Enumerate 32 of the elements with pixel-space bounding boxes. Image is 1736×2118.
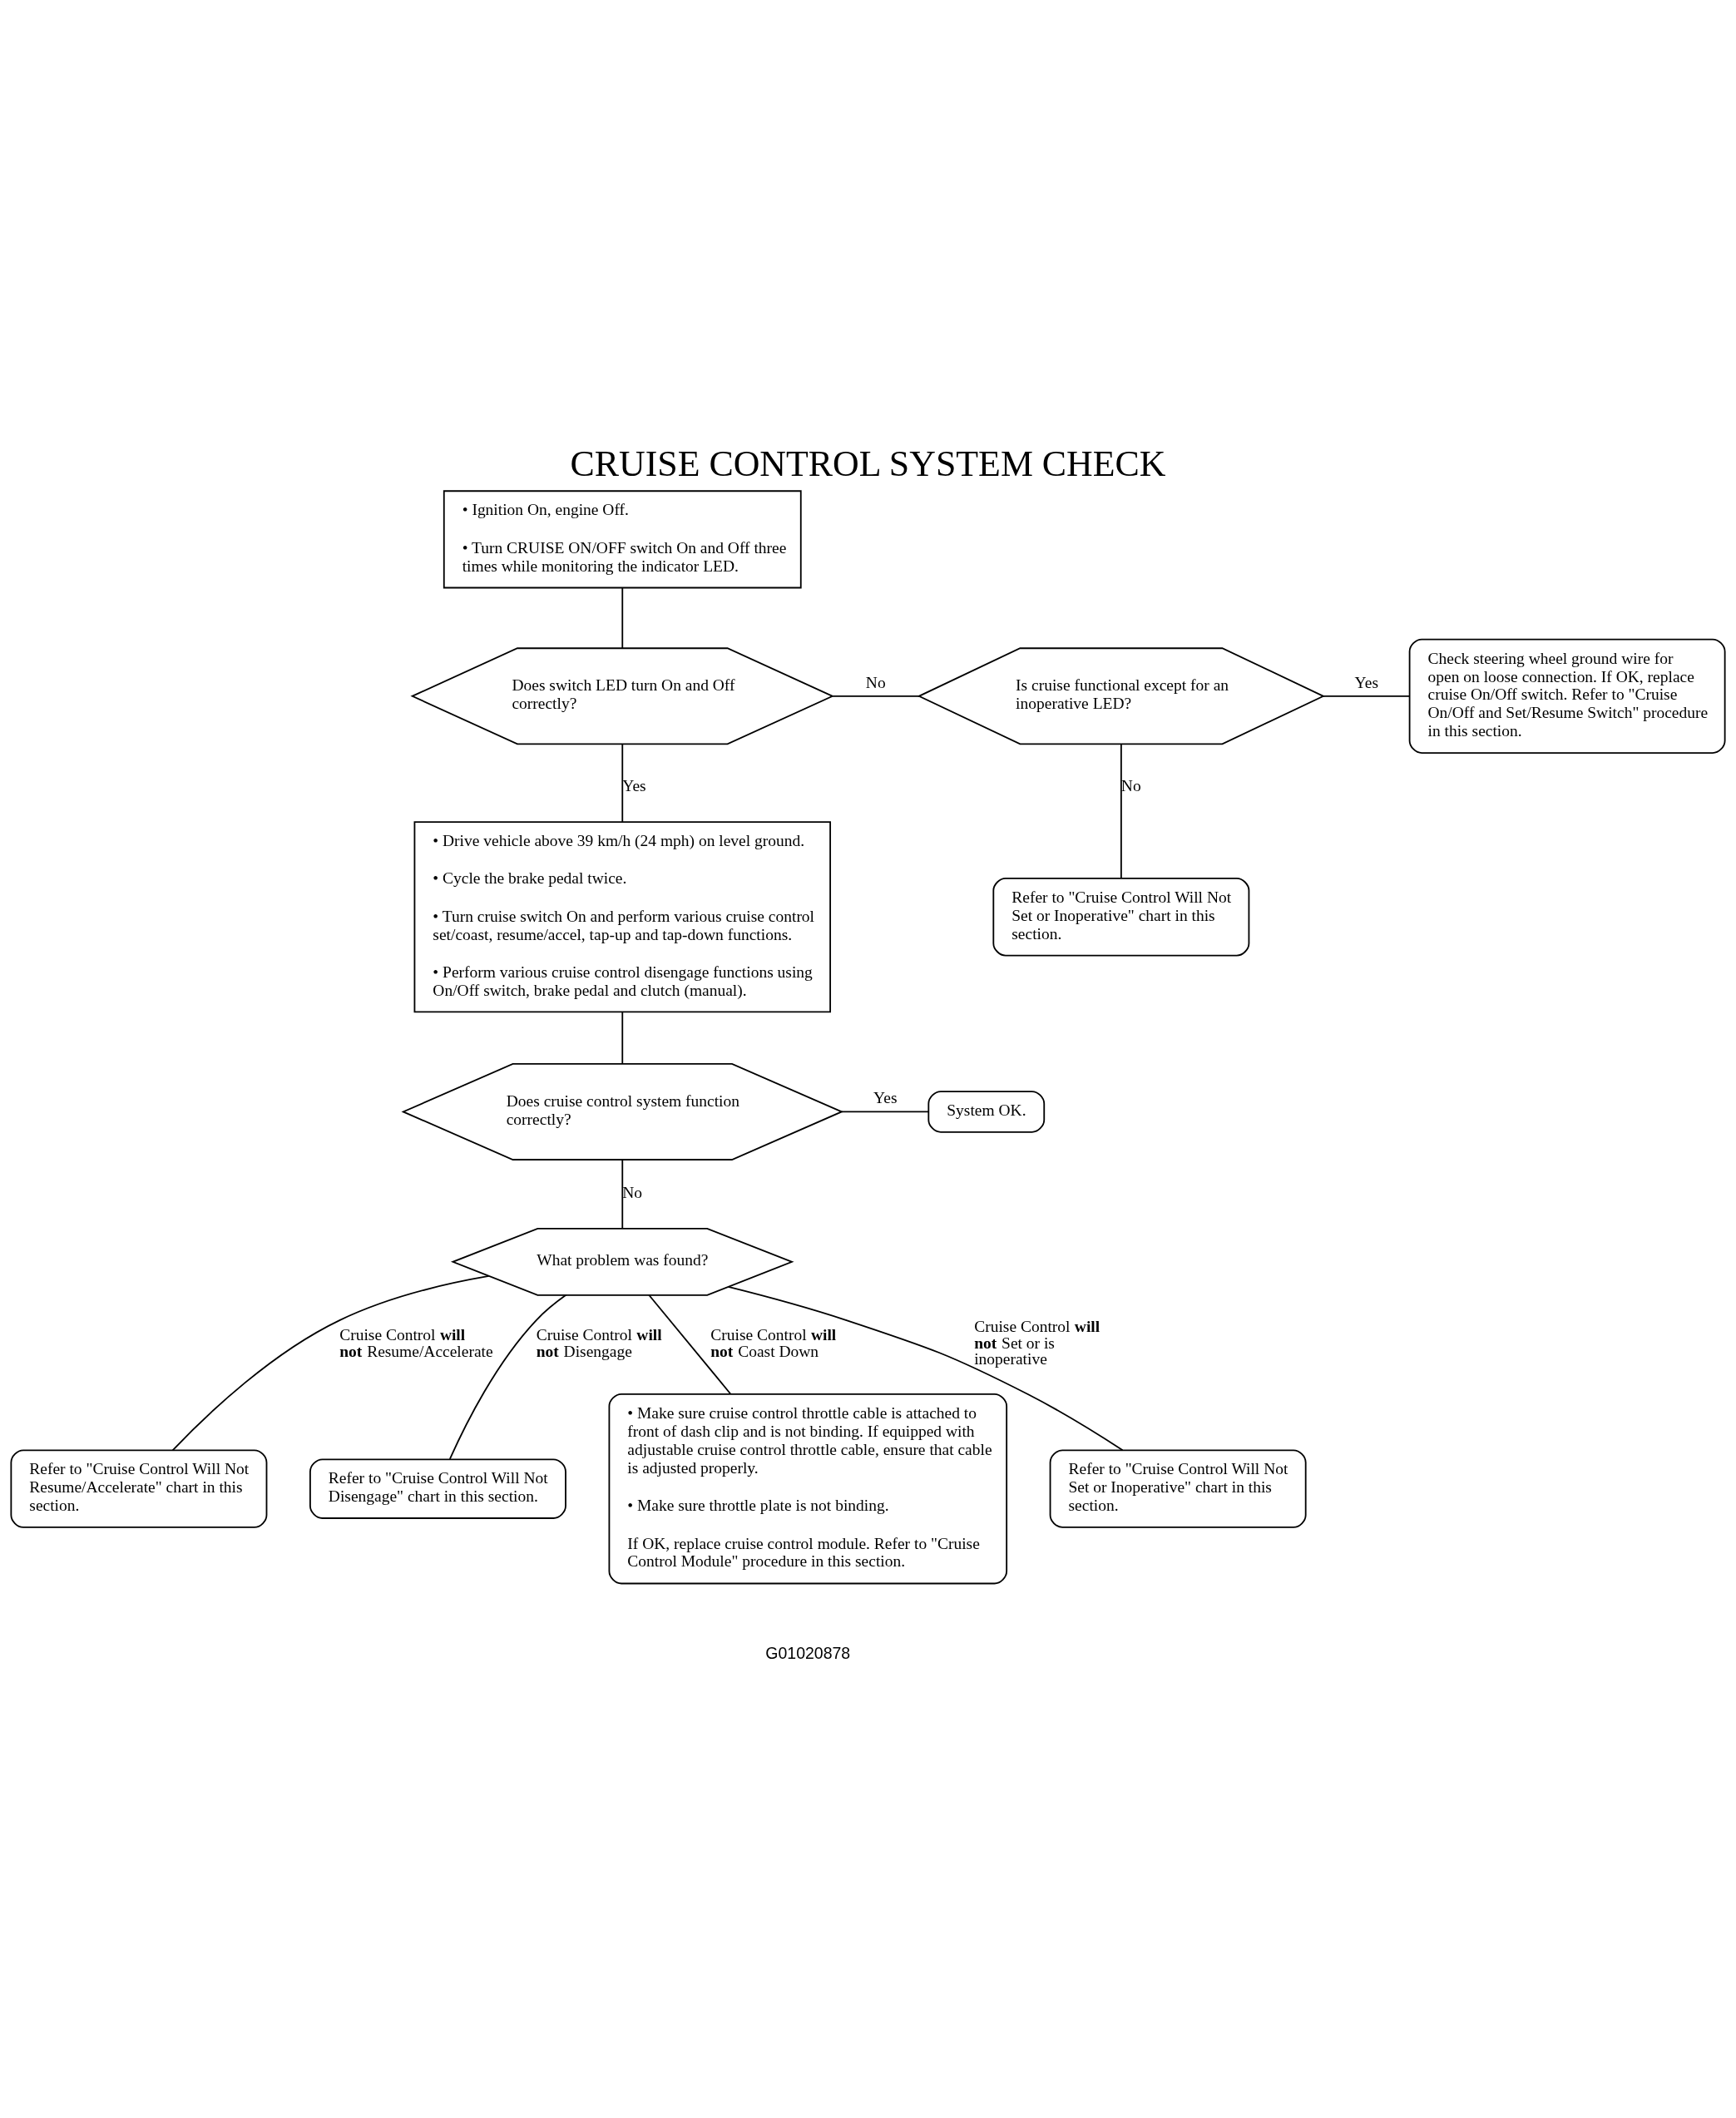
connector bbox=[621, 586, 624, 650]
edge-label: Cruise Control will not Coast Down bbox=[710, 1326, 837, 1360]
node-box: • Drive vehicle above 39 km/h (24 mph) on level ground. • Cycle the brake pedal twice. • Turn cruise switch On and perform various cruise control set/coast, resume/accel, tap-up and tap-down functions. • Perform various cruise control disengage functions using On/Off switch, brake pedal and clutch (manual). bbox=[413, 821, 831, 1013]
node-box: • Ignition On, engine Off. • Turn CRUISE ON/OFF switch On and Off three times while monitoring the indicator LED. bbox=[443, 490, 802, 589]
node-box: Refer to "Cruise Control Will Not Resume/Accelerate" chart in this section. bbox=[10, 1449, 268, 1528]
edge-label: No bbox=[865, 673, 886, 691]
node-box: Refer to "Cruise Control Will Not Set or Inoperative" chart in this section. bbox=[1049, 1449, 1307, 1528]
edge-label: Yes bbox=[622, 777, 646, 795]
connector bbox=[621, 1011, 624, 1065]
connector bbox=[841, 1111, 930, 1113]
connector bbox=[621, 743, 624, 823]
node-box: Refer to "Cruise Control Will Not Set or Inoperative" chart in this section. bbox=[992, 878, 1250, 957]
connector bbox=[727, 1286, 1124, 1452]
node-box: Check steering wheel ground wire for open on loose connection. If OK, replace cruise On/Off switch. Refer to "Cruise On/Off and Set/Resume Switch" procedure in this section. bbox=[1408, 638, 1726, 754]
node-box: • Make sure cruise control throttle cable is attached to front of dash clip and is not binding. If equipped with adjustable cruise control throttle cable, ensure that cable is adjusted properly. • Make sure throttle plate is not binding. If OK, replace cruise control module. Refer to "Cruise Control Module" procedure in this section. bbox=[608, 1393, 1008, 1585]
edge-label: Yes bbox=[873, 1089, 898, 1107]
connector bbox=[171, 1275, 490, 1452]
edge-label: Yes bbox=[1354, 673, 1378, 691]
connector bbox=[621, 1159, 624, 1230]
label: G01020878 bbox=[765, 1644, 851, 1663]
connector bbox=[448, 1294, 567, 1460]
connector bbox=[1120, 743, 1122, 879]
edge-label: No bbox=[622, 1184, 643, 1202]
connector bbox=[1322, 695, 1411, 697]
node-box: System OK. bbox=[927, 1091, 1046, 1133]
edge-label: Cruise Control will not Resume/Accelerate bbox=[339, 1326, 493, 1360]
node-box: Refer to "Cruise Control Will Not Disengage" chart in this section. bbox=[309, 1458, 566, 1519]
connector bbox=[648, 1294, 732, 1395]
diagram-title: CRUISE CONTROL SYSTEM CHECK bbox=[570, 443, 1166, 483]
connector bbox=[832, 695, 920, 697]
edge-label: Cruise Control will not Set or is inoperative bbox=[974, 1318, 1100, 1368]
edge-label: Cruise Control will not Disengage bbox=[536, 1326, 662, 1360]
